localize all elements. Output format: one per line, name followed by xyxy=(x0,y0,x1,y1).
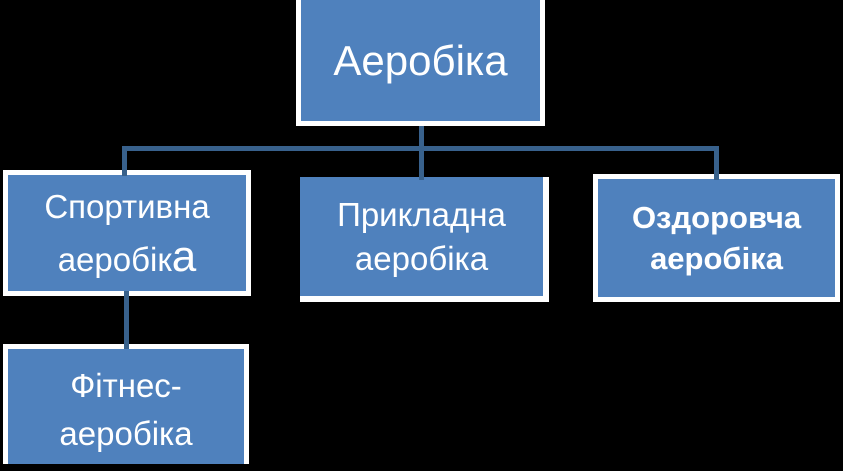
node-label-line2: аеробіка xyxy=(650,241,783,276)
node-sport-aerobics: Спортивна аеробікa xyxy=(3,170,251,296)
node-label-line1: Фітнес- xyxy=(70,366,182,404)
node-label-line1: Спортивна xyxy=(44,187,210,225)
node-label: Аеробіка xyxy=(333,36,508,84)
node-health-aerobics: Оздоровча аеробіка xyxy=(593,174,840,302)
node-applied-aerobics: Прикладна аеробіка xyxy=(300,177,549,302)
node-label-line2: аеробікa xyxy=(58,232,197,285)
node-label-line1: Оздоровча xyxy=(631,200,802,235)
node-label-line2: аеробіка xyxy=(354,239,489,277)
connector-sport-to-fitness xyxy=(124,291,129,349)
node-label-line2-text: аеробік xyxy=(57,240,172,278)
connector-rail-to-sport xyxy=(122,146,127,176)
node-aerobics-root: Аеробіка xyxy=(296,0,545,126)
node-label-line1: Прикладна xyxy=(337,195,506,233)
node-fitness-aerobics: Фітнес- аеробіка xyxy=(3,344,249,464)
connector-root-to-applied xyxy=(419,126,424,180)
connector-rail-to-health xyxy=(714,146,719,180)
node-label-big-letter: a xyxy=(171,231,197,281)
connector-horizontal-rail xyxy=(122,146,719,151)
node-label-line2: аеробіка xyxy=(59,414,193,452)
